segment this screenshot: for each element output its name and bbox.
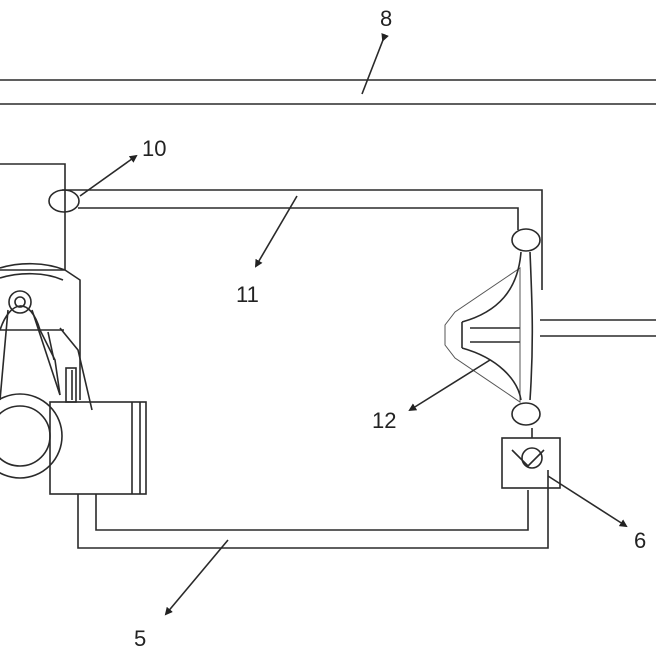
main-pipe [0, 79, 656, 105]
label-11: 11 [236, 282, 259, 307]
label-10: 10 [142, 136, 166, 161]
turbine-outlet-valve [511, 402, 541, 426]
turbine-inlet-valve [511, 228, 541, 252]
turbine-wheel [444, 251, 656, 403]
label-5: 5 [134, 626, 146, 651]
upper-duct [62, 189, 543, 290]
engine-block [0, 163, 147, 495]
label-6: 6 [634, 528, 646, 553]
label-12: 12 [372, 408, 396, 433]
crank-mechanism [0, 262, 93, 479]
inlet-valve-upper [48, 189, 80, 213]
label-8: 8 [380, 6, 392, 31]
leader-lines [79, 32, 628, 616]
check-valve-block [501, 428, 561, 489]
lower-duct [77, 470, 549, 549]
